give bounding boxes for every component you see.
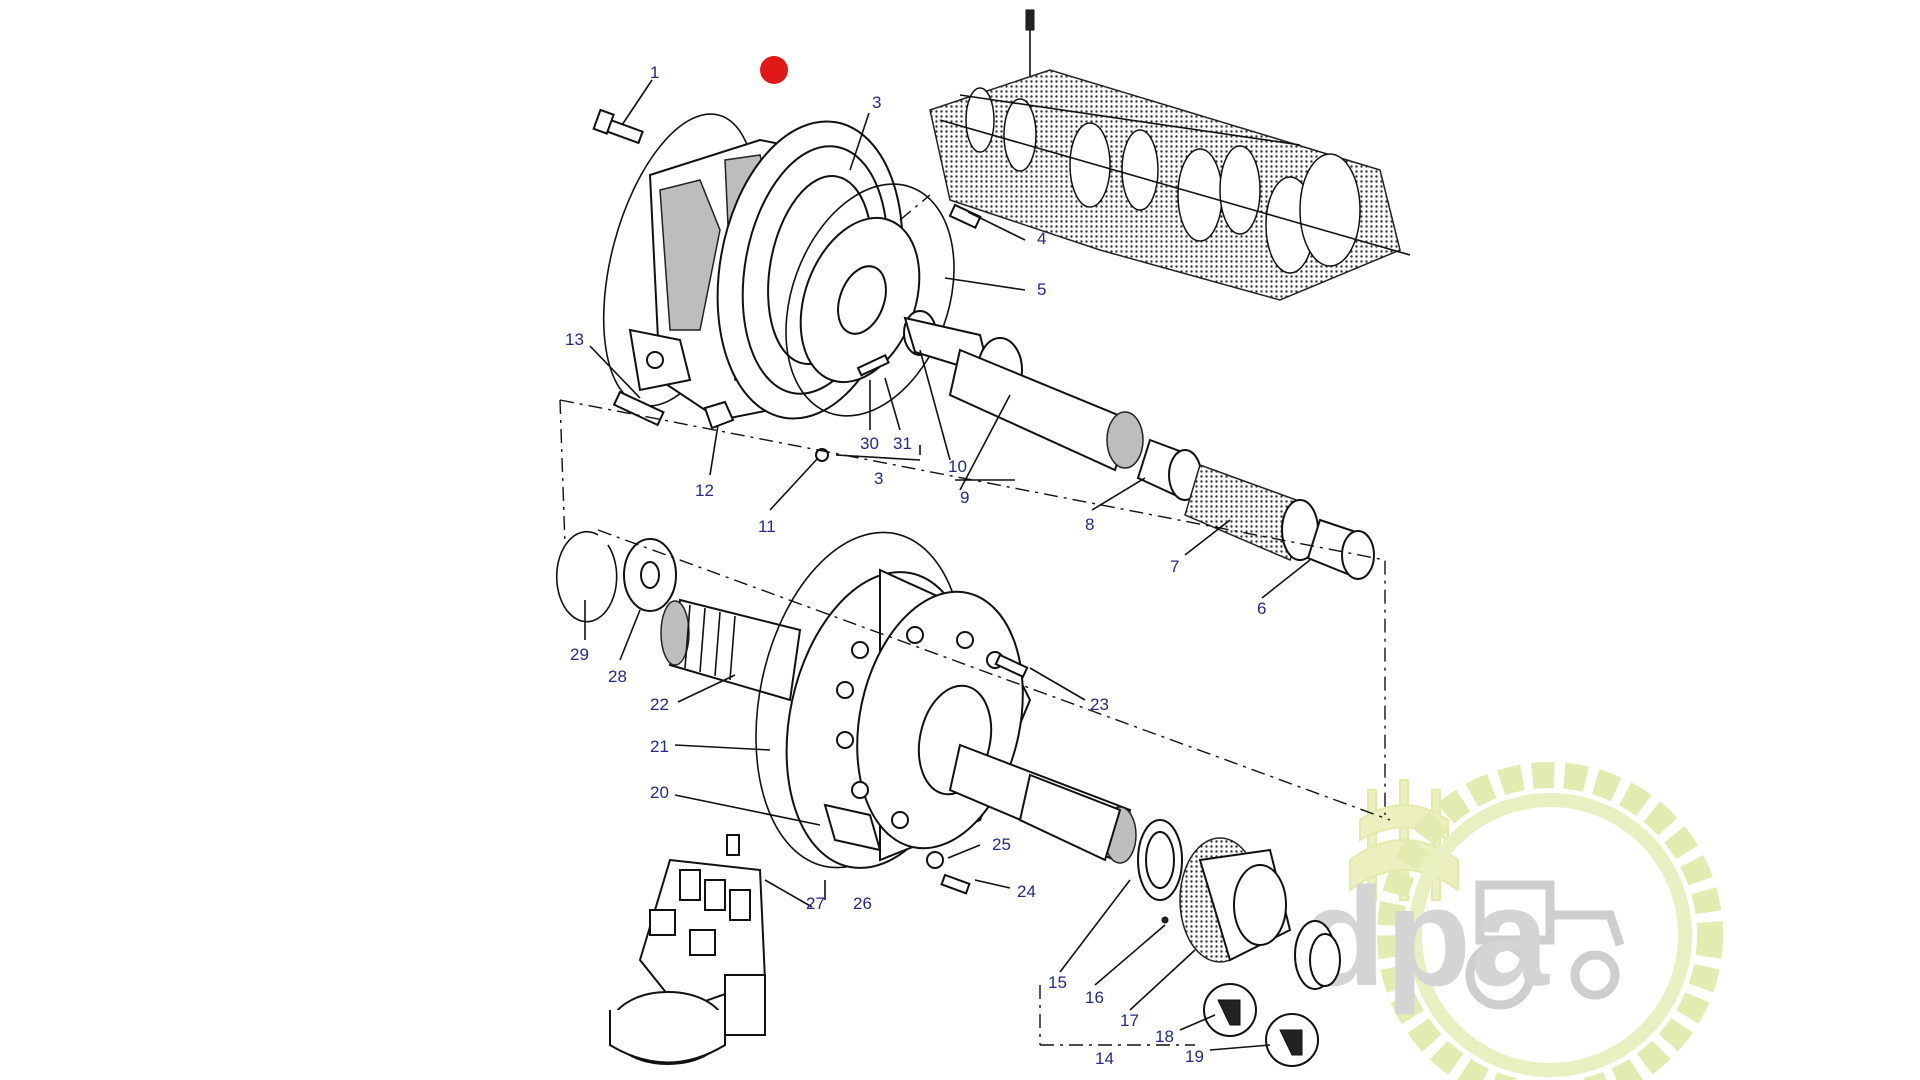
callout-29: 29 (570, 645, 589, 664)
callout-16: 16 (1085, 988, 1104, 1007)
callout-12: 12 (695, 481, 714, 500)
gearbox-shaft-assembly (929, 9, 1411, 301)
assembly-boundaries (559, 194, 1391, 1046)
callout-11: 11 (758, 517, 776, 536)
callout-1: 1 (650, 63, 659, 82)
callout-27: 27 (806, 894, 825, 913)
dpa-watermark: dpa (1300, 762, 1723, 1080)
watermark-text: dpa (1300, 858, 1550, 1015)
highlight-marker-dot (760, 56, 788, 84)
clutch-housing-assembly (592, 108, 982, 462)
callout-8: 8 (1085, 515, 1094, 534)
callout-7: 7 (1170, 557, 1179, 576)
callout-9: 9 (960, 488, 969, 507)
callout-19: 19 (1185, 1047, 1204, 1066)
callout-6: 6 (1257, 599, 1266, 618)
callout-22: 22 (650, 695, 669, 714)
seal-hub-assembly (1137, 819, 1341, 1067)
callout-30: 30 (860, 434, 879, 453)
valve-block (609, 834, 767, 1065)
output-shaft-assembly (555, 530, 1137, 895)
callout-18: 18 (1155, 1027, 1174, 1046)
callout-17: 17 (1120, 1011, 1139, 1030)
tractor-logo (1465, 880, 1625, 1010)
callout-20: 20 (650, 783, 669, 802)
callout-labels: 1 3 4 5 13 30 31 3 10 9 12 11 8 7 6 29 2… (565, 63, 1266, 1068)
callout-26: 26 (853, 894, 872, 913)
callout-21: 21 (650, 737, 669, 756)
callout-24: 24 (1017, 882, 1036, 901)
callout-4: 4 (1037, 229, 1046, 248)
callout-14: 14 (1095, 1049, 1114, 1068)
callout-10: 10 (948, 457, 967, 476)
callout-31: 31 (893, 434, 912, 453)
callout-3-top: 3 (872, 93, 881, 112)
gear-logo (1377, 762, 1723, 1080)
wheat-logo (1349, 779, 1459, 901)
callout-23: 23 (1090, 695, 1109, 714)
callout-25: 25 (992, 835, 1011, 854)
callout-15: 15 (1048, 973, 1067, 992)
callout-13: 13 (565, 330, 584, 349)
callout-5: 5 (1037, 280, 1046, 299)
input-shaft-assembly (903, 310, 1375, 580)
callout-3-bottom: 3 (874, 469, 883, 488)
leader-lines (584, 79, 1311, 1051)
callout-28: 28 (608, 667, 627, 686)
bolt-part-1 (592, 108, 644, 145)
